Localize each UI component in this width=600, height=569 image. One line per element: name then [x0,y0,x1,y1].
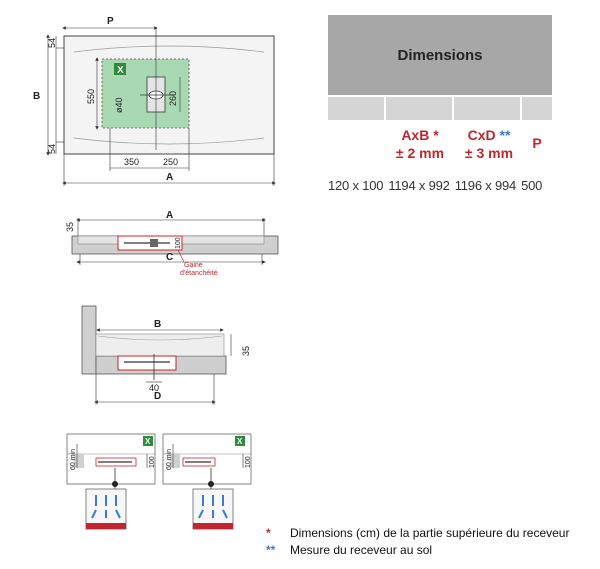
legend-text-1: Dimensions (cm) de la partie supérieure … [290,526,570,540]
legend-item-2: ** Mesure du receveur au sol [266,543,432,557]
top-dim-550: 550 [86,89,96,104]
side1-gaine-line2: d'étanchéité [180,270,218,277]
column-cd-tolerance: ± 3 mm [464,145,514,161]
dimensions-data-row: 120 x 100 1194 x 992 1196 x 994 500 [328,178,547,193]
side2-label-d: D [154,391,161,402]
side1-label-a: A [166,210,173,221]
column-cd-header: CxD ** ± 3 mm [456,126,522,162]
top-dim-o40: ø40 [114,97,124,113]
top-dim-260: 260 [168,91,178,106]
dimensions-subheader-row [328,97,552,120]
column-p-label: P [532,135,542,151]
top-label-b: B [33,91,40,102]
column-p-header: P [526,134,548,152]
column-cd-label: CxD [467,127,496,143]
top-dim-54-top: 54 [47,38,57,48]
install-right-100: 100 [245,456,252,468]
top-dim-350: 350 [124,157,139,167]
install-left-badge: X [145,437,151,446]
install-left-min: 60 min [70,449,77,470]
side2-dim-35: 35 [241,346,251,356]
side1-dim-35: 35 [65,222,75,232]
value-p: 500 [521,178,543,193]
column-cd-star: ** [499,127,511,143]
install-left-100: 100 [149,456,156,468]
top-view-drawing [46,26,276,186]
column-ab-label: AxB [401,127,430,143]
install-view-left-drawing [66,433,156,530]
top-label-p: P [107,16,114,27]
dimensions-header-label: Dimensions [397,46,483,64]
side-view-1-drawing [71,218,279,265]
side1-label-c: C [166,252,173,263]
side1-dim-100: 100 [175,237,182,249]
top-drain-badge: X [117,65,124,76]
side1-gaine-line1: Gaine [184,262,203,269]
legend-text-2: Mesure du receveur au sol [290,543,433,557]
side2-dim-40: 40 [149,383,159,393]
subheader-cell [386,97,452,120]
column-ab-header: AxB * ± 2 mm [388,126,452,162]
top-dim-54-bottom: 54 [47,144,57,154]
top-dim-250: 250 [163,157,178,167]
value-ab: 1194 x 992 [388,178,450,193]
subheader-cell [522,97,552,120]
legend-item-1: * Dimensions (cm) de la partie supérieure… [266,526,569,540]
legend-star-1: * [266,526,271,540]
side-view-2-drawing [81,305,232,405]
install-right-min: 60 min [166,449,173,470]
value-cd: 1196 x 994 [454,178,517,193]
subheader-cell [328,97,384,120]
value-size: 120 x 100 [328,178,384,193]
column-ab-star: * [433,127,439,143]
install-view-right-drawing [162,433,252,530]
column-ab-tolerance: ± 2 mm [395,145,445,161]
legend-star-2: ** [266,543,276,557]
top-label-a: A [166,172,173,183]
dimensions-header: Dimensions [328,15,552,95]
side2-label-b: B [154,319,161,330]
subheader-cell [454,97,520,120]
install-right-badge: X [237,437,243,446]
